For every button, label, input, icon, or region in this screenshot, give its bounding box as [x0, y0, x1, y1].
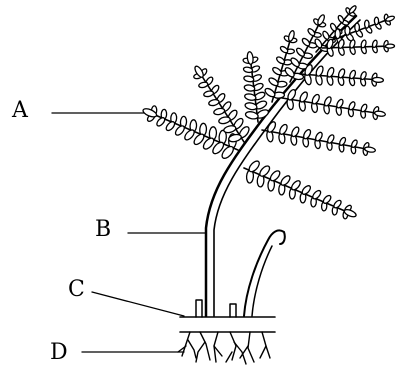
- leaflet: [198, 81, 208, 88]
- leaflet: [275, 56, 285, 65]
- leaflet: [279, 45, 289, 54]
- leaflet: [223, 125, 236, 134]
- leaflet: [295, 47, 306, 58]
- leaflet: [284, 66, 296, 78]
- leaflet: [290, 179, 302, 191]
- leaflet: [268, 76, 280, 87]
- pinna: [262, 121, 376, 156]
- leaflet: [174, 124, 186, 136]
- leaflet: [183, 128, 196, 141]
- pinna: [142, 106, 238, 161]
- leaflet: [278, 123, 288, 135]
- leaflet: [269, 169, 282, 182]
- leaflet: [165, 120, 176, 132]
- fern-pinnae: [142, 5, 395, 219]
- leaflet: [264, 87, 277, 98]
- leaflet: [311, 189, 322, 200]
- leaflet-tip: [385, 44, 394, 48]
- leaflet: [286, 88, 297, 101]
- leaflet: [322, 194, 332, 204]
- leaflet: [333, 199, 343, 209]
- label-a: A: [11, 98, 29, 123]
- leaflet-tip: [372, 77, 383, 83]
- leaflet: [345, 26, 350, 35]
- leaflet: [155, 116, 166, 127]
- pinna: [244, 159, 357, 219]
- pinna: [243, 51, 270, 122]
- leaflet: [258, 164, 271, 178]
- label-c: C: [68, 277, 85, 302]
- leaflet: [289, 57, 300, 68]
- leader-line-c: [92, 292, 184, 316]
- leaflet: [365, 20, 370, 28]
- pinna: [322, 39, 395, 57]
- leaflet: [301, 37, 311, 47]
- leaflet: [337, 15, 344, 24]
- leaflet: [247, 159, 261, 173]
- leaflet: [335, 29, 340, 39]
- leaflet: [355, 23, 360, 31]
- rhizome-bud-2: [230, 304, 236, 317]
- leaflet: [203, 90, 214, 97]
- young-frond: [244, 230, 285, 316]
- leaflet: [279, 174, 291, 186]
- leaflet-tip: [348, 5, 357, 14]
- leaflet: [213, 107, 225, 115]
- pinna: [300, 64, 384, 87]
- roots: [178, 332, 270, 364]
- label-b: B: [95, 217, 111, 242]
- leaflet: [374, 17, 378, 24]
- leaflet: [218, 116, 231, 125]
- leaflet: [322, 30, 331, 40]
- leaflet: [301, 184, 312, 195]
- pinna: [282, 88, 386, 119]
- leaflet: [272, 66, 283, 76]
- label-d: D: [50, 340, 68, 365]
- leaflet: [307, 27, 316, 36]
- young-frond-inner: [252, 246, 272, 316]
- leaflet: [266, 121, 277, 134]
- leaflet: [208, 99, 219, 107]
- rhizome-bud: [196, 300, 202, 317]
